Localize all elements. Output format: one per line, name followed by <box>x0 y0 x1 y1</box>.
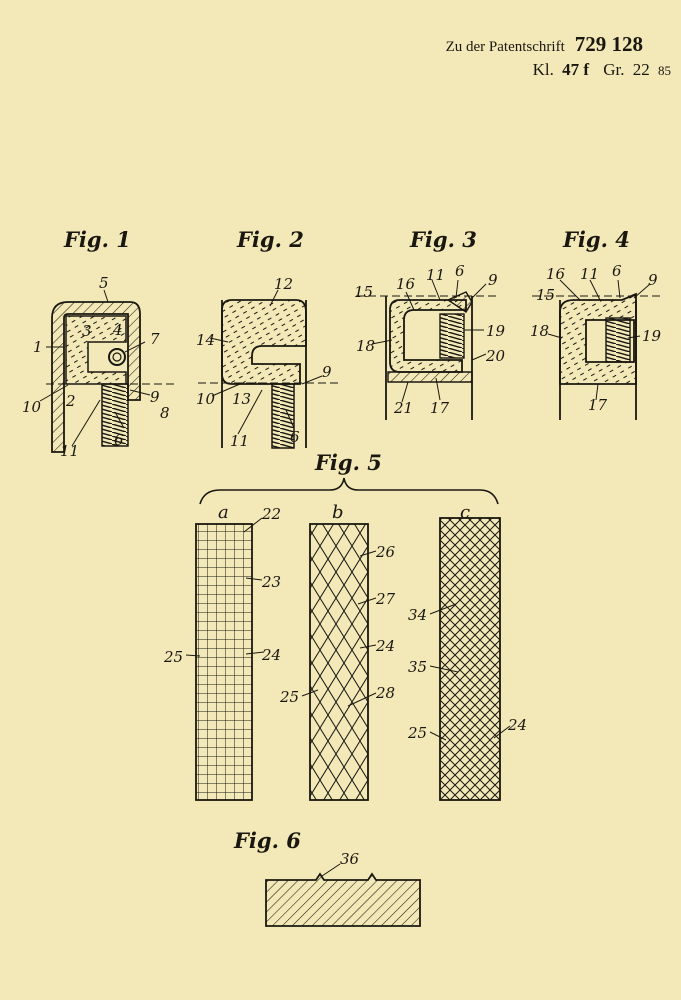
fig2-label-10: 10 <box>196 390 216 408</box>
fig5-label-23: 23 <box>261 573 281 591</box>
fig5-letter-b: b <box>332 502 344 523</box>
fig5-label-28: 28 <box>375 684 395 702</box>
fig2-label-12: 12 <box>274 275 293 293</box>
figure-3: Fig. 3 11 6 9 15 16 <box>354 227 506 420</box>
fig5-label-25b: 25 <box>279 688 299 706</box>
fig5-label-24a: 24 <box>261 646 281 664</box>
fig1-spring-ring <box>109 349 125 365</box>
fig5-strip-c <box>440 518 500 800</box>
fig5-strip-a <box>196 524 252 800</box>
fig6-leader <box>322 864 340 876</box>
fig3-label-6: 6 <box>455 262 465 280</box>
fig3-casing <box>388 372 472 382</box>
fig4-label-18: 18 <box>530 322 549 340</box>
fig5-label-25c: 25 <box>407 724 427 742</box>
fig5-label-22: 22 <box>261 505 281 523</box>
fig3-title: Fig. 3 <box>409 227 477 252</box>
fig1-label-5: 5 <box>99 274 109 292</box>
figure-2: Fig. 2 12 14 9 10 13 11 6 <box>196 227 338 450</box>
fig1-label-8: 8 <box>160 404 170 422</box>
fig3-label-21: 21 <box>393 399 413 417</box>
fig4-label-16: 16 <box>546 265 566 283</box>
fig1-label-6: 6 <box>114 431 124 449</box>
fig4-label-19: 19 <box>642 327 662 345</box>
fig5-label-25a: 25 <box>163 648 183 666</box>
fig4-label-15: 15 <box>536 286 555 304</box>
fig1-label-4: 4 <box>112 321 123 339</box>
fig1-label-3: 3 <box>82 322 92 340</box>
fig3-label-18: 18 <box>356 337 375 355</box>
fig4-label-9: 9 <box>648 271 658 289</box>
fig6-section <box>266 874 420 926</box>
fig1-label-10: 10 <box>22 398 42 416</box>
fig2-label-11: 11 <box>230 432 249 450</box>
figure-5: Fig. 5 a b c 22 <box>163 450 527 800</box>
fig5-strip-b <box>310 524 368 800</box>
fig5-label-35: 35 <box>408 658 427 676</box>
fig3-label-20: 20 <box>485 347 506 365</box>
fig2-label-13: 13 <box>232 390 251 408</box>
fig3-label-9: 9 <box>488 271 498 289</box>
fig3-spring <box>440 314 464 358</box>
fig5-brace <box>200 478 498 504</box>
figure-6: Fig. 6 36 <box>233 828 420 926</box>
fig2-title: Fig. 2 <box>236 227 304 252</box>
fig5-label-24b: 24 <box>375 637 395 655</box>
fig3-label-15: 15 <box>354 283 373 301</box>
figure-1: Fig. 1 5 3 4 7 1 10 2 9 8 <box>22 227 175 460</box>
fig3-label-11: 11 <box>426 266 445 284</box>
fig4-label-17: 17 <box>588 396 608 414</box>
fig1-label-11: 11 <box>60 442 79 460</box>
fig1-label-7: 7 <box>150 330 160 348</box>
fig4-label-11: 11 <box>580 265 599 283</box>
fig4-label-6: 6 <box>612 262 622 280</box>
fig3-label-16: 16 <box>396 275 416 293</box>
fig5-label-24c: 24 <box>507 716 527 734</box>
fig2-seal-body <box>222 300 306 384</box>
fig1-label-1: 1 <box>33 338 43 356</box>
fig3-label-19: 19 <box>486 322 506 340</box>
fig1-label-2: 2 <box>65 392 76 410</box>
fig4-title: Fig. 4 <box>562 227 630 252</box>
fig6-title: Fig. 6 <box>233 828 301 853</box>
fig5-letter-a: a <box>218 502 229 523</box>
figure-4: Fig. 4 16 11 6 9 15 19 18 17 <box>530 227 664 420</box>
fig2-label-6: 6 <box>290 428 300 446</box>
fig5-title: Fig. 5 <box>314 450 382 475</box>
fig3-label-17: 17 <box>430 399 450 417</box>
fig2-label-14: 14 <box>196 331 215 349</box>
fig5-label-26: 26 <box>375 543 396 561</box>
fig2-label-9: 9 <box>322 363 332 381</box>
fig4-spring <box>606 318 630 362</box>
fig1-spring-core <box>113 353 121 361</box>
fig5-label-27: 27 <box>375 590 396 608</box>
fig1-title: Fig. 1 <box>63 227 131 252</box>
fig1-label-9: 9 <box>150 388 160 406</box>
fig6-label-36: 36 <box>340 850 360 868</box>
fig5-label-34: 34 <box>408 606 427 624</box>
